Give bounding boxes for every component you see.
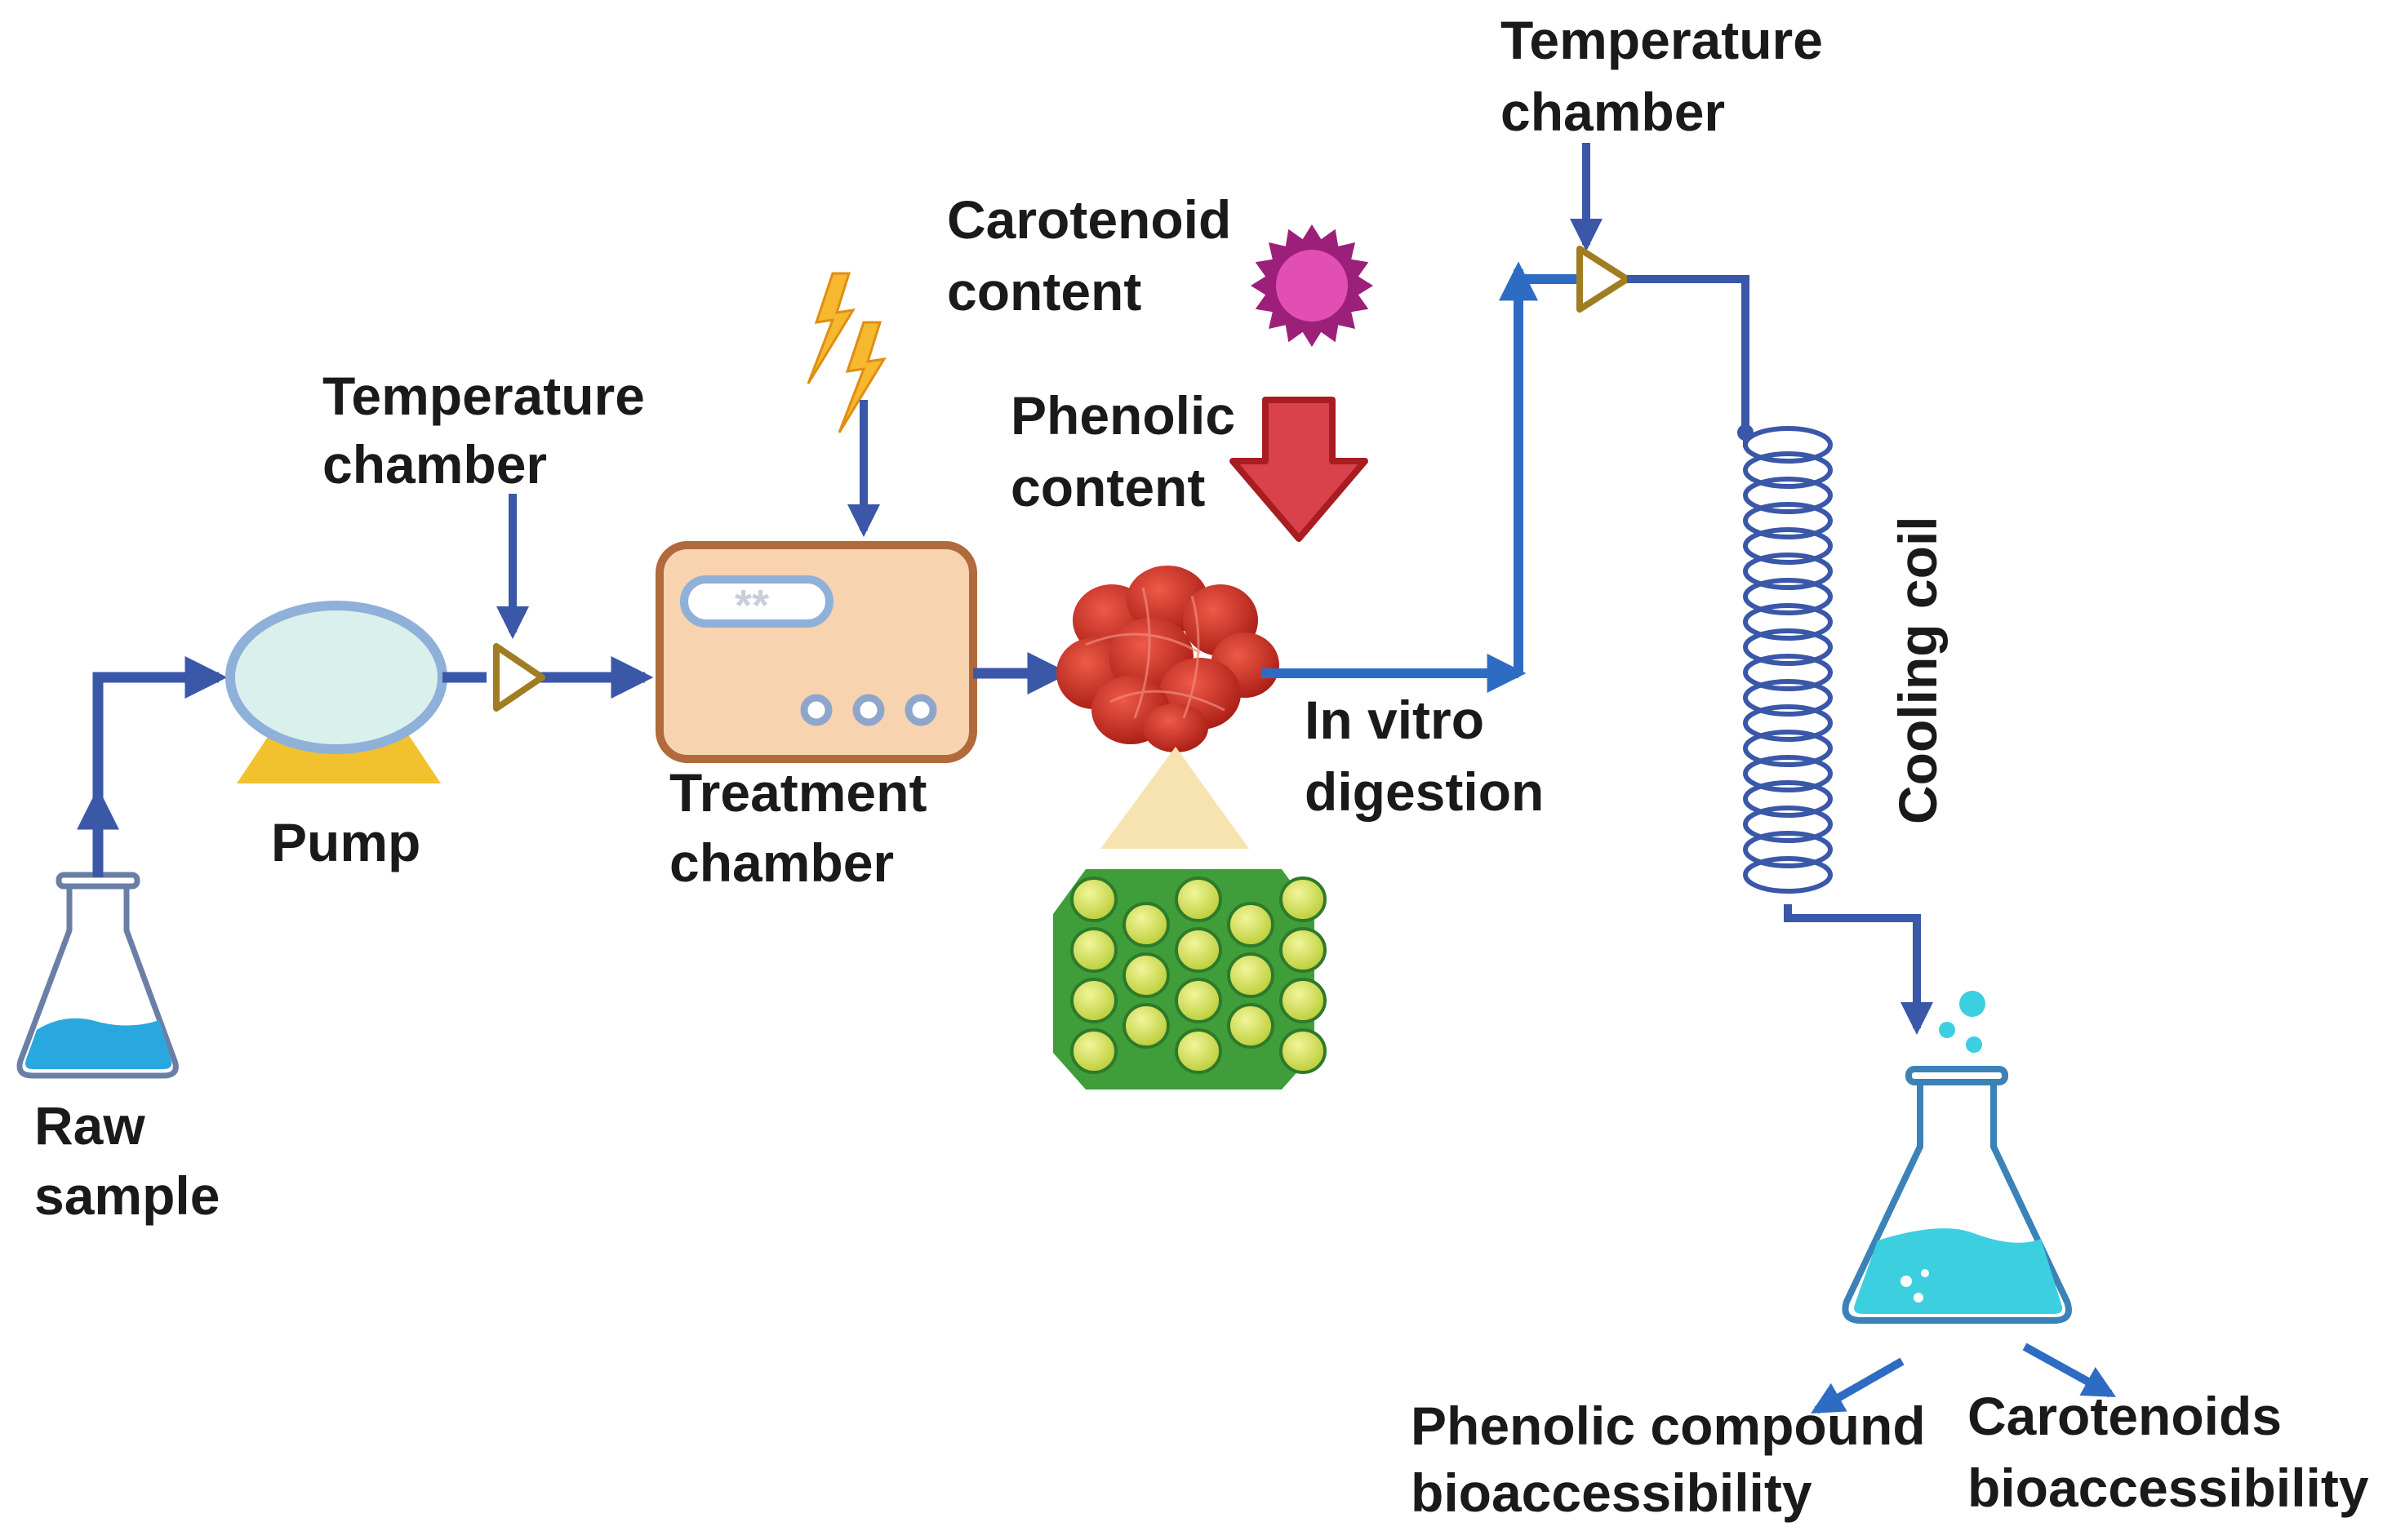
plant-cell xyxy=(1175,927,1222,973)
coil-turn xyxy=(1743,628,1833,666)
plant-cell xyxy=(1227,1003,1274,1049)
valve-1-icon xyxy=(487,643,545,712)
temperature-chamber-2-label: Temperature chamber xyxy=(1500,10,1838,142)
flow-line-to-collection xyxy=(1784,904,1933,1035)
coil-turn xyxy=(1743,755,1833,792)
plant-cell xyxy=(1279,1028,1327,1074)
lightning-icon xyxy=(807,272,887,433)
plant-cell xyxy=(1279,978,1327,1023)
flow-line-to-coil xyxy=(1627,275,1749,428)
plant-cell xyxy=(1175,978,1222,1023)
output-arrow-phenolic xyxy=(1811,1357,1905,1414)
coil-turn xyxy=(1743,679,1833,717)
light-beam xyxy=(1100,747,1249,849)
plant-cell xyxy=(1070,877,1118,922)
carotenoid-icon xyxy=(1251,224,1373,347)
treated-cells-cluster xyxy=(1056,566,1279,752)
coil-turn xyxy=(1743,578,1833,615)
coil-turn xyxy=(1743,704,1833,742)
plant-cell xyxy=(1175,1028,1222,1074)
coil-turn xyxy=(1743,477,1833,514)
plant-cell xyxy=(1122,952,1170,998)
cooling-coil xyxy=(1743,426,1833,894)
coil-turn xyxy=(1743,831,1833,868)
coil-turn xyxy=(1743,654,1833,691)
carotenoid-core xyxy=(1276,250,1348,322)
coil-turn xyxy=(1743,553,1833,590)
plant-cell xyxy=(1227,902,1274,948)
in-vitro-digestion-label: In vitro digestion xyxy=(1305,690,1544,822)
plant-cell xyxy=(1227,952,1274,998)
coil-turn xyxy=(1743,730,1833,767)
carotenoid-content-label: Carotenoid content xyxy=(947,189,1247,322)
output-arrow-carotenoids xyxy=(2022,1343,2117,1398)
coil-turn xyxy=(1743,806,1833,843)
valve-2-icon xyxy=(1576,246,1630,313)
coil-turn xyxy=(1743,502,1833,539)
coil-turn xyxy=(1743,780,1833,818)
coil-turn xyxy=(1743,856,1833,894)
plant-cell xyxy=(1122,902,1170,948)
temperature-chamber-1-label: Temperature chamber xyxy=(322,366,660,495)
plant-cells-grid xyxy=(1053,869,1327,1090)
treatment-chamber-label: Treatment chamber xyxy=(669,762,942,893)
coil-turn xyxy=(1743,527,1833,565)
coil-turn xyxy=(1743,603,1833,641)
plant-cell xyxy=(1175,877,1222,922)
plant-cell xyxy=(1279,927,1327,973)
plant-cell xyxy=(1070,927,1118,973)
collection-flask xyxy=(1842,991,2072,1324)
pump xyxy=(225,601,447,783)
coil-turn xyxy=(1743,451,1833,489)
plant-cell xyxy=(1279,877,1327,922)
raw-sample-label: Raw sample xyxy=(34,1095,220,1226)
plant-cell xyxy=(1122,1003,1170,1049)
phenolic-decrease-arrow-icon xyxy=(1229,397,1368,542)
carotenoids-bioaccessibility-label: Carotenoids bioaccessibility xyxy=(1967,1386,2369,1518)
pump-label: Pump xyxy=(271,812,420,872)
raw-sample-flask xyxy=(16,872,179,1079)
plant-cell xyxy=(1070,1028,1118,1074)
plant-cell xyxy=(1070,978,1118,1023)
phenolic-bioaccessibility-label: Phenolic compound bioaccessibility xyxy=(1411,1396,1940,1523)
phenolic-content-label: Phenolic content xyxy=(1011,385,1250,517)
flow-line-to-pump xyxy=(92,656,228,877)
cooling-coil-label: Cooling coil xyxy=(1887,516,1948,824)
treatment-display-text: ** xyxy=(735,581,769,630)
treatment-chamber xyxy=(656,541,977,763)
